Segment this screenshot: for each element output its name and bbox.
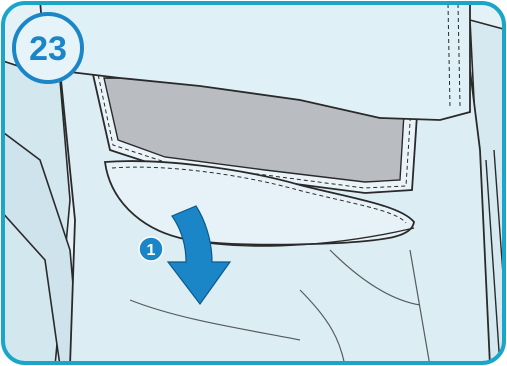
callout-number: 1 bbox=[147, 242, 156, 259]
step-badge: 23 bbox=[14, 14, 82, 82]
callout-1: 1 bbox=[139, 237, 163, 261]
step-number: 23 bbox=[29, 30, 67, 68]
